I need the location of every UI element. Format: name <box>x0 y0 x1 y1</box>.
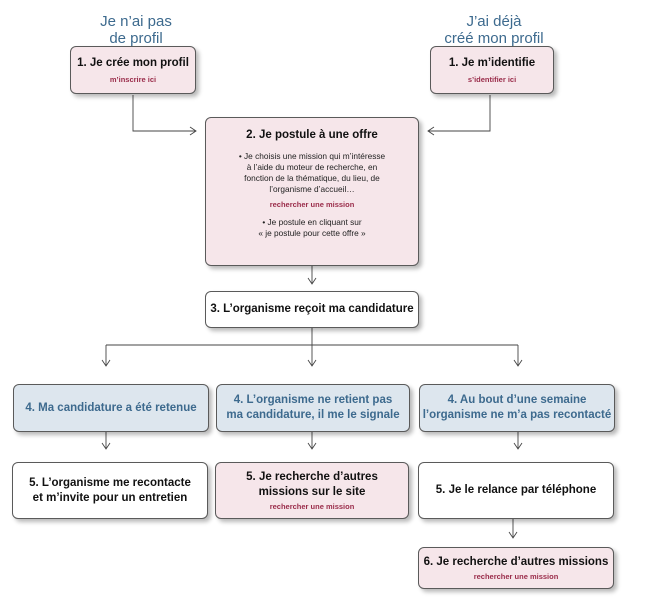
step6-search-other-missions: 6. Je recherche d’autres missions recher… <box>418 547 614 589</box>
step3-application-received: 3. L’organisme reçoit ma candidature <box>205 291 419 328</box>
text-line: fonction de la thématique, du lieu, de <box>244 173 380 183</box>
step5-search-other-missions: 5. Je recherche d’autres missions sur le… <box>215 462 409 519</box>
heading-has-profile: J’ai déjà créé mon profil <box>425 13 563 47</box>
step-title: 5. Je le relance par téléphone <box>435 484 597 496</box>
step1-login: 1. Je m’identifie s’identifier ici <box>430 46 554 94</box>
arrowhead <box>513 359 523 367</box>
step1-create-profile: 1. Je crée mon profil m’inscrire ici <box>70 46 196 94</box>
step2-apply-offer: 2. Je postule à une offre • Je choisis u… <box>205 117 419 266</box>
arrowhead <box>101 442 111 450</box>
step2-text-choose: • Je choisis une mission qui m’intéresse… <box>239 151 385 195</box>
arrowhead <box>427 126 435 136</box>
heading-line: créé mon profil <box>444 30 544 47</box>
step-title: 3. L’organisme reçoit ma candidature <box>210 303 414 315</box>
step-title: 4. Ma candidature a été retenue <box>25 401 197 414</box>
signup-link[interactable]: m’inscrire ici <box>109 75 157 84</box>
arrowhead <box>307 359 317 367</box>
step2-text-apply: • Je postule en cliquant sur « je postul… <box>258 217 365 239</box>
text-line: • Je postule en cliquant sur <box>262 217 362 227</box>
arrowhead <box>307 277 317 285</box>
step-title: 6. Je recherche d’autres missions <box>423 556 609 568</box>
step4-rejected: 4. L’organisme ne retient pas ma candida… <box>216 384 410 432</box>
text-line: • Je choisis une mission qui m’intéresse <box>238 151 386 161</box>
heading-line: J’ai déjà <box>466 13 522 30</box>
search-mission-link[interactable]: rechercher une mission <box>473 572 559 581</box>
login-link[interactable]: s’identifier ici <box>467 75 517 84</box>
step4-accepted: 4. Ma candidature a été retenue <box>13 384 209 432</box>
step5-phone-followup: 5. Je le relance par téléphone <box>418 462 614 519</box>
text-line: à l’aide du moteur de recherche, en <box>246 162 378 172</box>
arrowhead <box>189 126 197 136</box>
step-title: 1. Je m’identifie <box>448 57 536 69</box>
text-line: l’organisme d’accueil… <box>269 184 355 194</box>
heading-line: de profil <box>109 30 163 47</box>
step-title: 1. Je crée mon profil <box>77 57 189 69</box>
arrow-left-to-step2 <box>132 95 196 132</box>
heading-no-profile: Je n’ai pas de profil <box>70 13 202 47</box>
step-title: 5. Je recherche d’autres <box>246 471 378 483</box>
arrowhead <box>101 359 111 367</box>
step-title: 5. L’organisme me recontacte <box>29 476 191 489</box>
step-title: et m’invite pour un entretien <box>32 491 188 504</box>
step-title: 4. L’organisme ne retient pas <box>233 394 393 406</box>
step-title: 4. Au bout d’une semaine <box>447 394 587 406</box>
step5-interview: 5. L’organisme me recontacte et m’invite… <box>12 462 208 519</box>
search-mission-link[interactable]: rechercher une mission <box>269 502 355 511</box>
arrowhead <box>508 531 518 539</box>
step-title: l’organisme ne m’a pas recontacté <box>422 409 612 421</box>
search-mission-link[interactable]: rechercher une mission <box>269 200 355 209</box>
arrowhead <box>513 442 523 450</box>
text-line: « je postule pour cette offre » <box>258 228 366 238</box>
step-title: ma candidature, il me le signale <box>226 409 400 421</box>
step4-no-response: 4. Au bout d’une semaine l’organisme ne … <box>419 384 615 432</box>
arrow-right-to-step2 <box>428 95 491 132</box>
step-title: missions sur le site <box>258 486 366 498</box>
heading-line: Je n’ai pas <box>100 13 172 30</box>
step-title: 2. Je postule à une offre <box>246 129 378 141</box>
arrowhead <box>307 442 317 450</box>
